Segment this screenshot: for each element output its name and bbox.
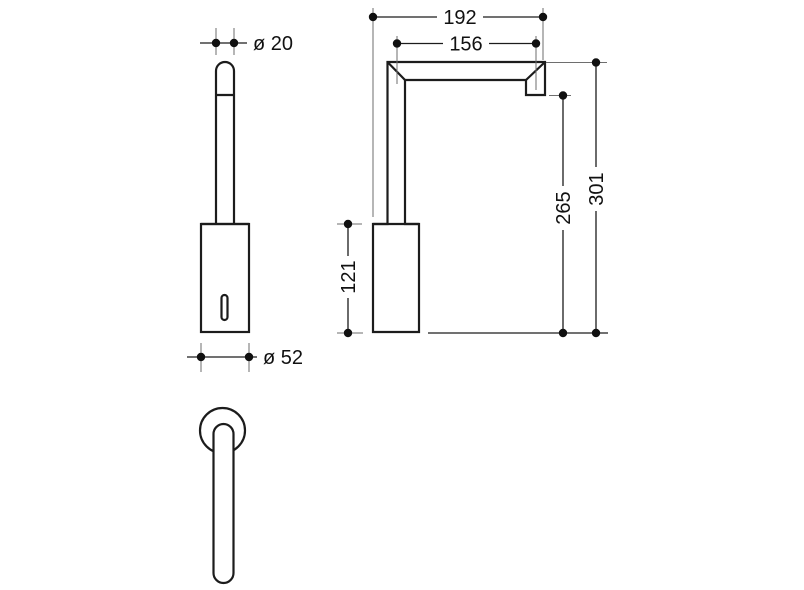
faucet-side-tube	[214, 60, 236, 224]
faucet-side-base	[199, 222, 251, 334]
dimension-overall-height-label: 301	[586, 172, 608, 205]
dimension-dot	[558, 91, 568, 100]
dimension-base-diameter: ø 52	[187, 343, 303, 372]
side-view: ø 20 ø 52	[187, 28, 303, 372]
dimension-outlet-reach-label: 156	[449, 34, 482, 56]
sensor-window	[220, 293, 229, 322]
dimension-overall-reach-label: 192	[443, 7, 476, 29]
dimension-overall-reach: 192	[368, 7, 548, 217]
dimension-outlet-reach: 156	[392, 34, 541, 90]
chamfer-joint-lines	[386, 61, 546, 81]
dimension-spout-diameter: ø 20	[200, 28, 293, 55]
dimension-dot	[538, 12, 548, 22]
top-view	[198, 406, 247, 585]
dimension-dot	[343, 328, 353, 338]
dimension-dot	[392, 39, 402, 48]
dimension-base-height-label: 121	[338, 260, 360, 293]
dimension-dot	[591, 328, 601, 338]
dimension-dot	[531, 39, 541, 48]
dimension-base-diameter-label: ø 52	[263, 347, 303, 369]
dimension-base-height: 121	[337, 219, 363, 338]
dimension-dot	[244, 352, 254, 362]
dimension-dot	[343, 219, 353, 229]
dimension-spout-diameter-label: ø 20	[253, 33, 293, 55]
dimension-dot	[591, 58, 601, 67]
faucet-front-outline	[371, 60, 547, 334]
dimension-dot	[229, 38, 239, 48]
dimension-outlet-height: 265	[549, 91, 575, 338]
top-view-spout-arm	[212, 422, 235, 585]
dimension-dot	[196, 352, 206, 362]
dimension-dot	[211, 38, 221, 48]
dimension-overall-height: 301	[546, 58, 608, 338]
dimension-dot	[368, 12, 378, 22]
dimension-dot	[558, 328, 568, 338]
front-view: 192 156 121 265	[337, 7, 608, 338]
dimension-outlet-height-label: 265	[553, 191, 575, 224]
